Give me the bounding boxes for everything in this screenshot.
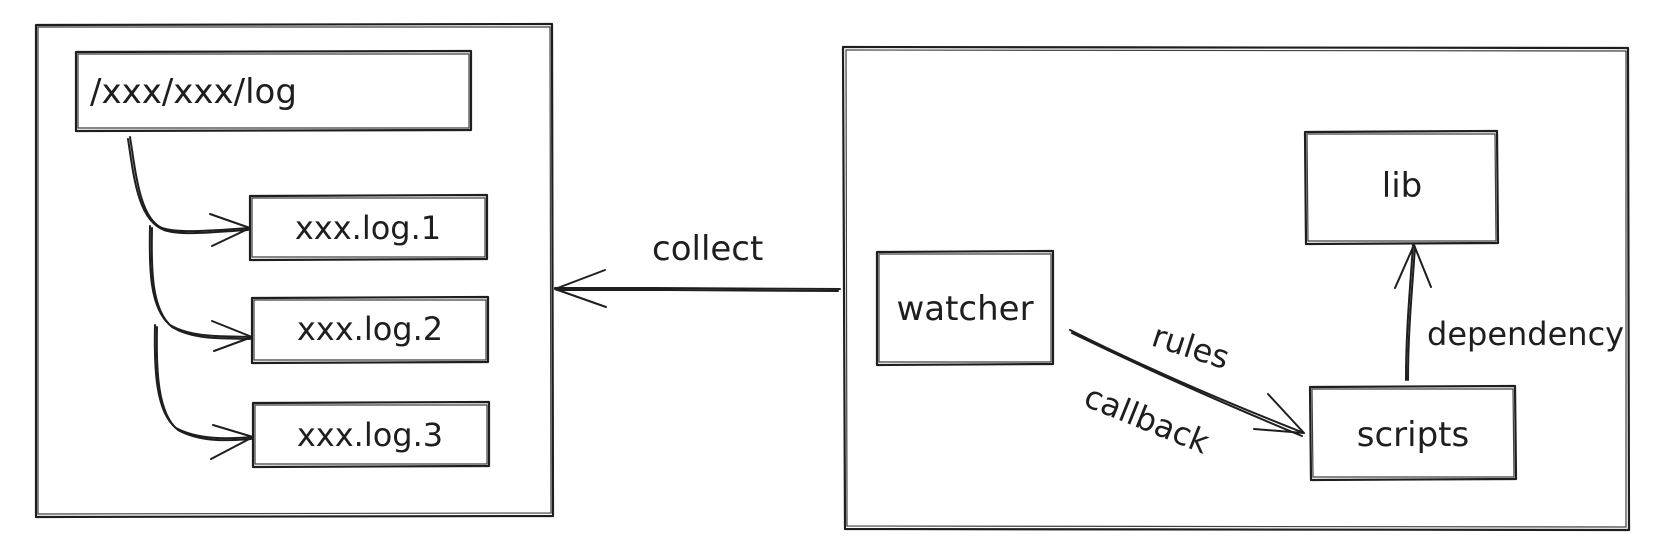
dependency-label: dependency [1427, 315, 1624, 353]
log-file-node-3: xxx.log.3 [251, 400, 491, 469]
log-branch-arrows [127, 136, 254, 460]
collect-label: collect [652, 229, 763, 269]
log-file-label-2: xxx.log.2 [297, 310, 443, 348]
log-dir-node: /xxx/xxx/log [74, 49, 473, 133]
scripts-label: scripts [1357, 415, 1469, 455]
lib-node: lib [1303, 129, 1500, 246]
lib-label: lib [1382, 166, 1422, 206]
dependency-edge: dependency [1394, 244, 1624, 381]
rules-callback-edge: rules callback [1069, 316, 1305, 462]
log-file-label-1: xxx.log.1 [295, 209, 441, 247]
runtime-container [841, 45, 1631, 532]
log-container [34, 22, 555, 519]
rules-label: rules [1148, 316, 1235, 376]
log-file-node-2: xxx.log.2 [250, 295, 490, 365]
log-file-node-1: xxx.log.1 [248, 193, 489, 262]
scripts-node: scripts [1308, 384, 1518, 482]
collect-edge: collect [554, 229, 841, 308]
watcher-node: watcher [875, 249, 1055, 367]
log-dir-label: /xxx/xxx/log [90, 72, 297, 112]
log-file-label-3: xxx.log.3 [297, 416, 443, 454]
watcher-label: watcher [896, 289, 1033, 329]
